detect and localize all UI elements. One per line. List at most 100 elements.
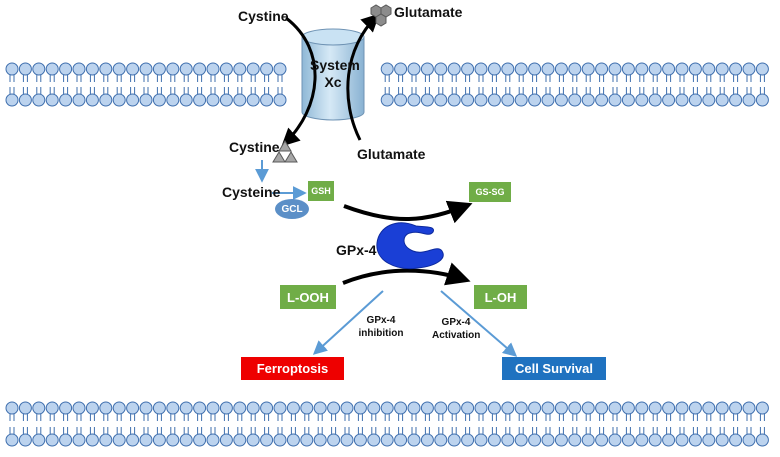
phospholipid-head [112, 93, 126, 107]
phospholipid-head [18, 93, 32, 107]
phospholipid-head [219, 401, 233, 415]
phospholipid-head [340, 401, 354, 415]
system-xc-label: System Xc [310, 57, 360, 90]
phospholipid-head [554, 62, 568, 76]
phospholipid-head [702, 93, 716, 107]
plasma-membrane-bottom [5, 401, 769, 447]
phospholipid-head [206, 433, 220, 447]
phospholipid-head [85, 401, 99, 415]
phospholipid-head [621, 401, 635, 415]
phospholipid-head [461, 433, 475, 447]
phospholipid-head [635, 401, 649, 415]
triangle-cluster-icon [272, 140, 298, 163]
phospholipid-head [541, 433, 555, 447]
cell-survival-outcome-box: Cell Survival [502, 357, 606, 380]
phospholipid-head [59, 62, 73, 76]
phospholipid-head [139, 93, 153, 107]
phospholipid-head [702, 433, 716, 447]
phospholipid-head [32, 62, 46, 76]
phospholipid-head [166, 62, 180, 76]
phospholipid-head [394, 401, 408, 415]
phospholipid-head [246, 62, 260, 76]
phospholipid-head [675, 401, 689, 415]
phospholipid-head [474, 433, 488, 447]
phospholipid-head [152, 433, 166, 447]
phospholipid-head [246, 433, 260, 447]
phospholipid-head [99, 62, 113, 76]
phospholipid-head [621, 62, 635, 76]
activation-arrow [440, 290, 518, 357]
phospholipid-head [729, 62, 743, 76]
gpx4-enzyme-icon [376, 222, 444, 270]
phospholipid-head [193, 62, 207, 76]
phospholipid-head [99, 401, 113, 415]
phospholipid-head [608, 401, 622, 415]
phospholipid-head [742, 93, 756, 107]
phospholipid-head [353, 401, 367, 415]
phospholipid-head [99, 93, 113, 107]
phospholipid-head [447, 62, 461, 76]
phospholipid-head [487, 93, 501, 107]
glutamate-extracellular-label: Glutamate [394, 4, 463, 20]
phospholipid-head [139, 401, 153, 415]
inhibition-label: GPx-4 inhibition [358, 315, 404, 339]
phospholipid-head [367, 401, 381, 415]
phospholipid-head [179, 401, 193, 415]
phospholipid-head [32, 433, 46, 447]
phospholipid-head [260, 93, 274, 107]
phospholipid-head [729, 433, 743, 447]
phospholipid-head [474, 93, 488, 107]
phospholipid-head [755, 401, 769, 415]
phospholipid-head [32, 93, 46, 107]
phospholipid-head [260, 62, 274, 76]
phospholipid-head [59, 93, 73, 107]
phospholipid-head [380, 93, 394, 107]
phospholipid-head [528, 433, 542, 447]
phospholipid-head [474, 62, 488, 76]
phospholipid-head [367, 433, 381, 447]
phospholipid-head [126, 433, 140, 447]
phospholipid-head [407, 433, 421, 447]
phospholipid-head [260, 433, 274, 447]
phospholipid-head [461, 93, 475, 107]
phospholipid-head [675, 93, 689, 107]
phospholipid-head [407, 401, 421, 415]
looh-box: L-OOH [280, 285, 336, 309]
phospholipid-head [420, 93, 434, 107]
phospholipid-head [45, 433, 59, 447]
phospholipid-head [179, 93, 193, 107]
phospholipid-head [581, 433, 595, 447]
phospholipid-head [112, 433, 126, 447]
cysteine-label: Cysteine [222, 184, 281, 200]
phospholipid-head [595, 93, 609, 107]
phospholipid-head [206, 401, 220, 415]
phospholipid-head [608, 433, 622, 447]
phospholipid-head [501, 93, 515, 107]
phospholipid-head [380, 401, 394, 415]
phospholipid-head [688, 93, 702, 107]
phospholipid-head [648, 62, 662, 76]
phospholipid-head [461, 401, 475, 415]
phospholipid-head [152, 62, 166, 76]
phospholipid-head [662, 433, 676, 447]
phospholipid-head [273, 93, 287, 107]
phospholipid-head [85, 62, 99, 76]
phospholipid-head [434, 93, 448, 107]
phospholipid-head [755, 433, 769, 447]
phospholipid-head [715, 433, 729, 447]
phospholipid-head [688, 433, 702, 447]
phospholipid-head [193, 401, 207, 415]
phospholipid-head [675, 433, 689, 447]
phospholipid-head [407, 93, 421, 107]
loh-box: L-OH [474, 285, 527, 309]
phospholipid-head [595, 62, 609, 76]
phospholipid-head [568, 433, 582, 447]
phospholipid-head [554, 93, 568, 107]
phospholipid-head [662, 62, 676, 76]
phospholipid-head [340, 433, 354, 447]
phospholipid-head [72, 93, 86, 107]
phospholipid-head [648, 401, 662, 415]
cystine-import-arrow [281, 16, 317, 147]
phospholipid-head [528, 62, 542, 76]
phospholipid-head [662, 93, 676, 107]
